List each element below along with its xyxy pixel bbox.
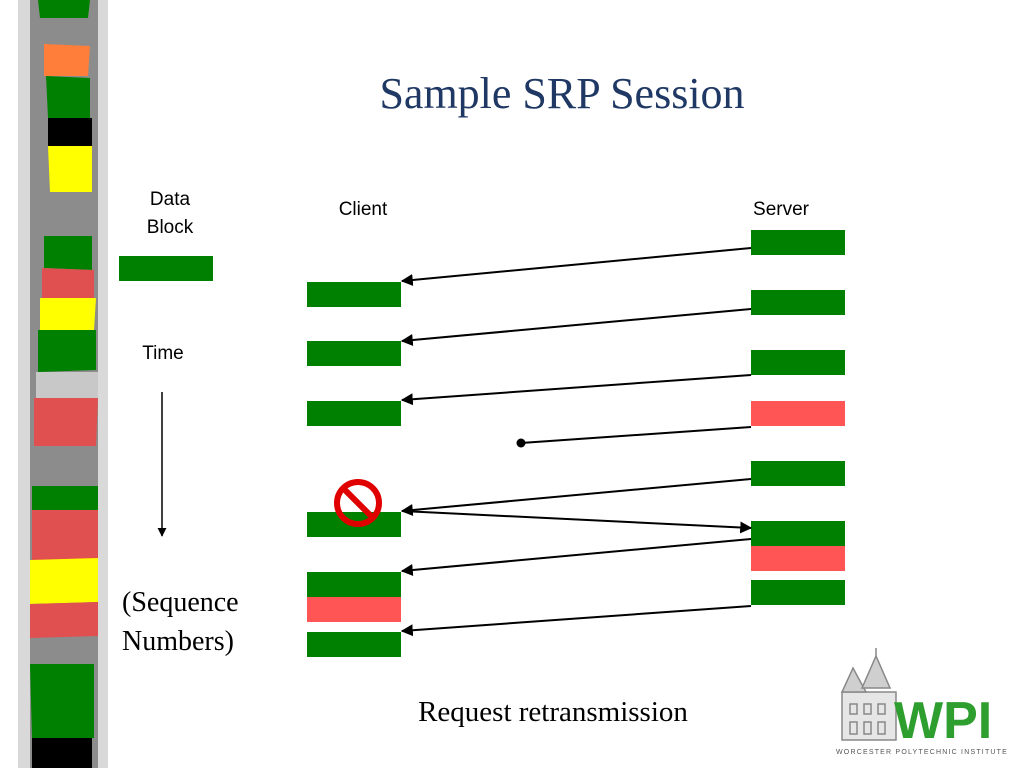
retransmission-request-arrow	[401, 510, 753, 534]
transmission-arrows	[400, 247, 753, 637]
time-label: Time	[142, 343, 184, 364]
lost-packet-line	[520, 426, 752, 444]
sequence-label-line2: Numbers)	[122, 626, 234, 657]
client-block	[307, 341, 401, 366]
legend-data-block	[119, 256, 213, 281]
client-block	[307, 632, 401, 657]
client-block-recovered	[307, 597, 401, 622]
no-entry-icon	[334, 479, 382, 527]
slide-title: Sample SRP Session	[379, 69, 744, 118]
caption-request-retransmission: Request retransmission	[418, 696, 688, 728]
transmission-arrow	[400, 478, 752, 516]
transmission-arrow	[400, 308, 752, 346]
server-block	[751, 350, 845, 375]
transmission-arrow	[400, 605, 752, 637]
transmission-arrow	[400, 538, 752, 576]
wpi-logo-tagline: WORCESTER POLYTECHNIC INSTITUTE	[836, 749, 1008, 756]
castle-icon	[840, 648, 897, 741]
wpi-logo-text: WPI	[894, 692, 992, 750]
legend-label-data: Data	[150, 189, 191, 210]
transmission-arrow	[400, 374, 752, 406]
client-label: Client	[339, 199, 388, 220]
server-block-retransmitted	[751, 546, 845, 571]
decorative-film-strip	[18, 0, 108, 768]
sequence-label-line1: (Sequence	[122, 587, 239, 618]
legend-label-block: Block	[147, 217, 194, 238]
client-block	[307, 572, 401, 597]
wpi-logo: WPI WORCESTER POLYTECHNIC INSTITUTE	[836, 648, 1008, 756]
server-block	[751, 230, 845, 255]
server-block	[751, 290, 845, 315]
server-block	[751, 461, 845, 486]
transmission-arrow	[400, 247, 752, 286]
client-block	[307, 401, 401, 426]
server-block-lost	[751, 401, 845, 426]
server-blocks	[751, 230, 845, 605]
client-block	[307, 282, 401, 307]
server-block	[751, 521, 845, 546]
client-blocks	[307, 282, 401, 657]
server-label: Server	[753, 199, 810, 220]
lost-packet-dot	[516, 438, 526, 448]
server-block	[751, 580, 845, 605]
